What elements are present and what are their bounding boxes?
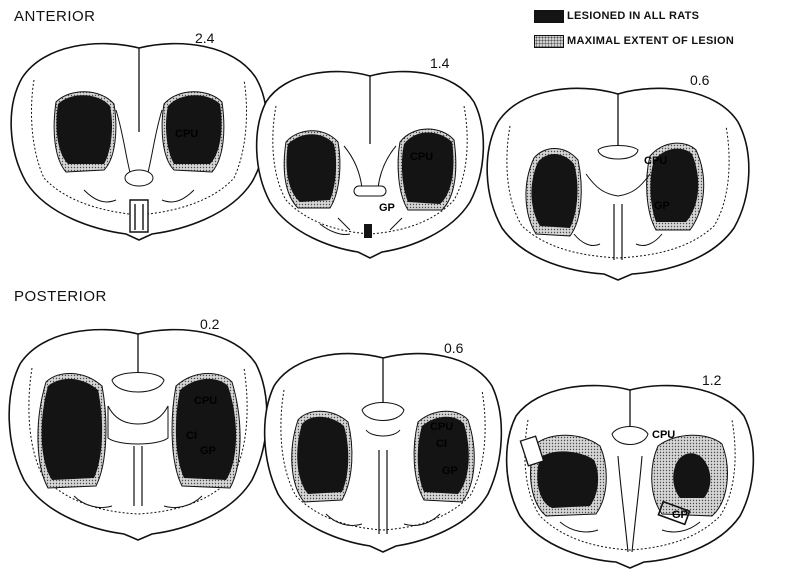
brain-section-2: CPU GP <box>250 68 490 263</box>
section-2-label-cpu: CPU <box>410 151 433 163</box>
brain-section-6: CPU GP <box>500 382 760 572</box>
legend-dark-swatch <box>534 10 564 23</box>
legend-lesioned-all-label: LESIONED IN ALL RATS <box>567 10 699 22</box>
section-4-label-gp: GP <box>200 445 216 457</box>
legend-maximal-extent-label: MAXIMAL EXTENT OF LESION <box>567 35 734 47</box>
section-2-label-gp: GP <box>379 202 395 214</box>
brain-section-5: CPU CI GP <box>258 350 508 560</box>
section-6-label-cpu: CPU <box>652 429 675 441</box>
brain-section-3: CPU GP <box>478 84 758 284</box>
legend-lesioned-all: LESIONED IN ALL RATS <box>534 8 699 24</box>
posterior-heading: POSTERIOR <box>14 288 107 305</box>
legend-maximal-extent: MAXIMAL EXTENT OF LESION <box>534 33 734 49</box>
brain-section-4: CPU CI GP <box>4 326 272 546</box>
legend-dotted-swatch <box>534 35 564 48</box>
section-4-label-ci: CI <box>186 430 197 442</box>
section-1-label-cpu: CPU <box>175 128 198 140</box>
section-5-label-ci: CI <box>436 438 447 450</box>
brain-section-1: CPU <box>4 40 274 248</box>
section-6-label-gp: GP <box>672 509 688 521</box>
section-3-label-cpu: CPU <box>644 155 667 167</box>
section-5-label-gp: GP <box>442 465 458 477</box>
section-5-label-cpu: CPU <box>430 421 453 433</box>
section-4-label-cpu: CPU <box>194 395 217 407</box>
section-3-label-gp: GP <box>654 200 670 212</box>
anterior-heading: ANTERIOR <box>14 8 96 25</box>
